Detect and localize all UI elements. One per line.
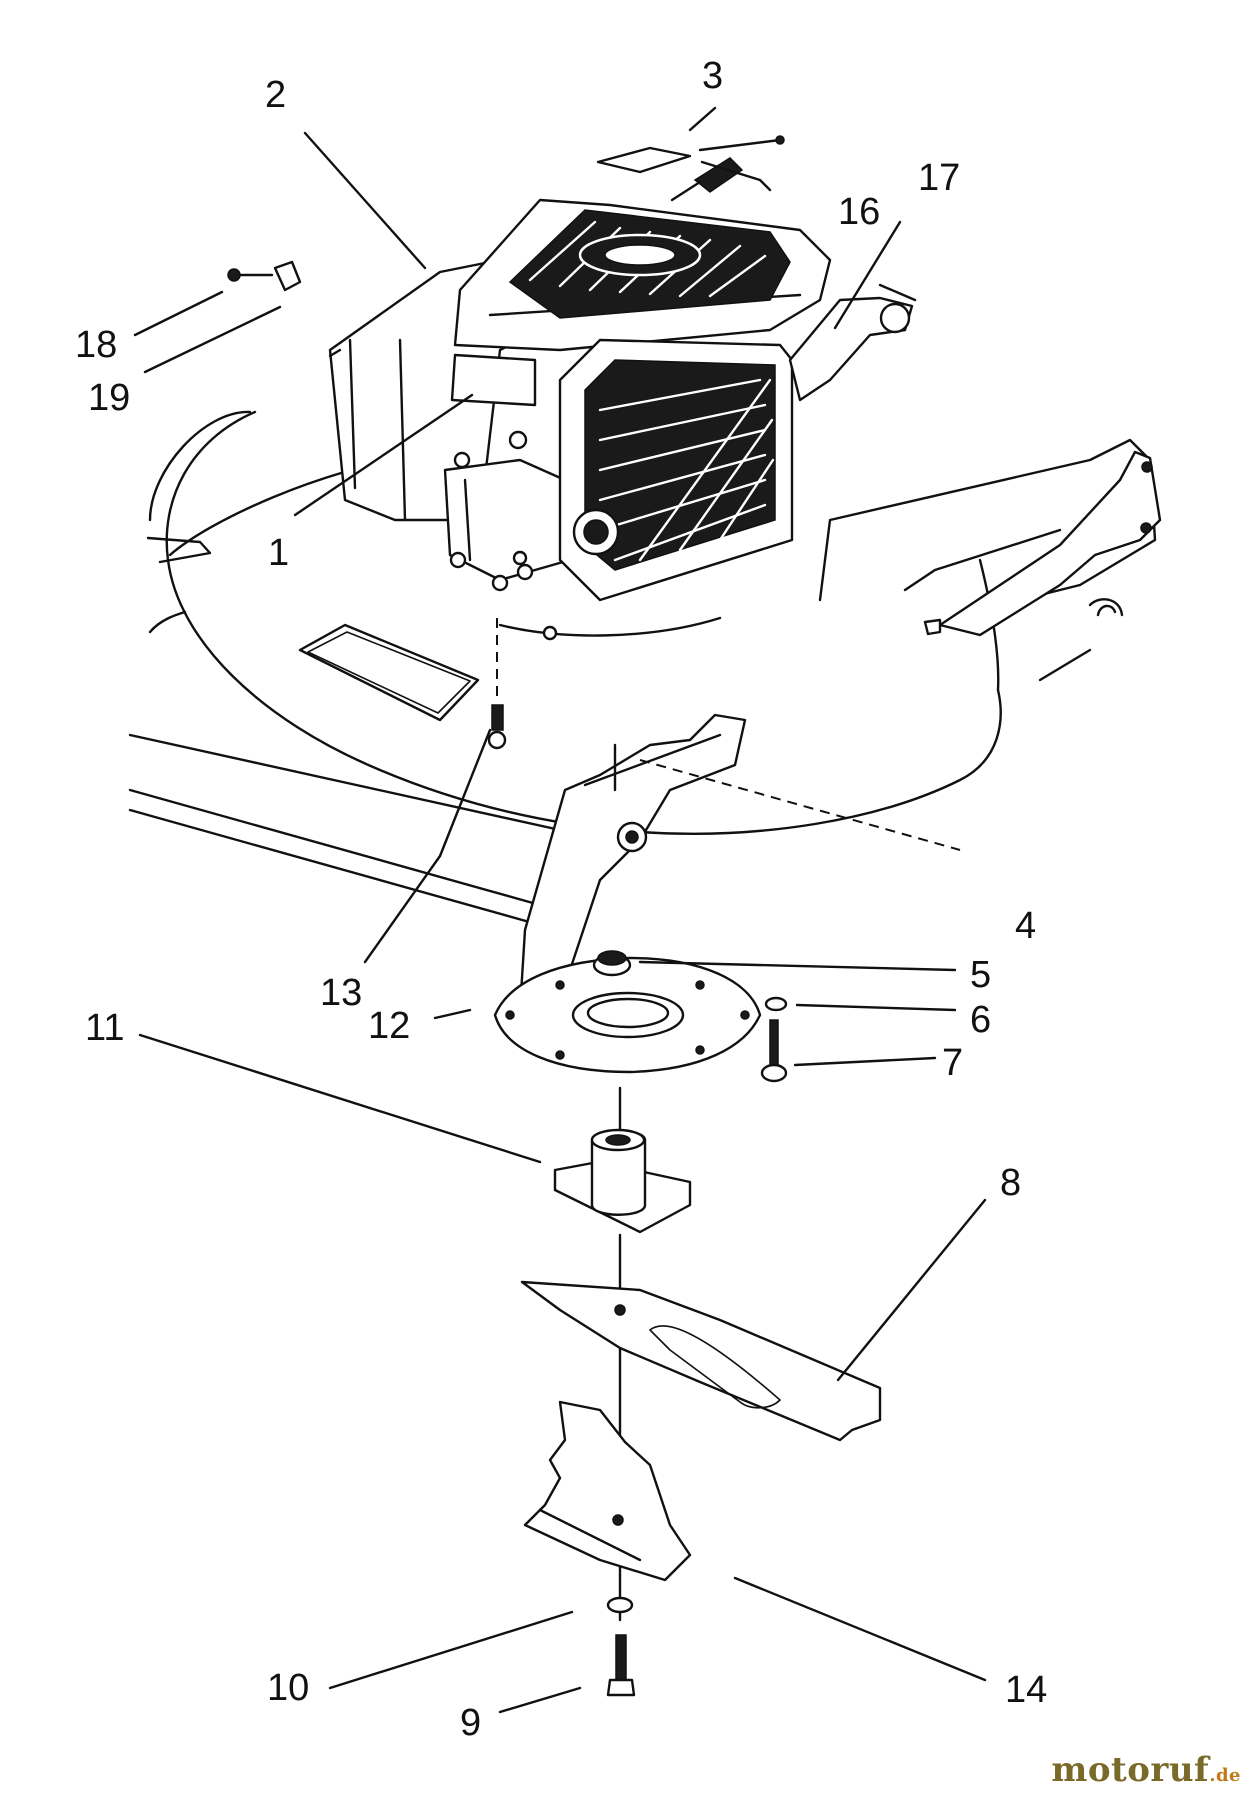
screw-and-nut [227,260,302,292]
callout-16: 16 [838,191,880,233]
callout-4: 4 [1015,905,1036,947]
watermark-tld: .de [1209,1765,1241,1786]
callout-10: 10 [267,1667,309,1709]
blade-washer [606,1596,634,1614]
decal-part [596,146,692,174]
bolt [760,1019,788,1083]
blade-adapter-plate [493,956,762,1074]
callout-1: 1 [268,532,289,574]
deck-screw [487,618,507,750]
engine-top-grille [508,209,791,319]
spark-plug [670,135,785,202]
front-axle-bracket [518,713,961,1012]
callout-5: 5 [970,954,991,996]
watermark-logo: motoruf.de [1051,1750,1241,1790]
callout-14: 14 [1005,1669,1047,1711]
watermark-main: motoruf [1051,1750,1210,1790]
callout-labels: 1 2 3 4 5 6 7 8 9 10 11 12 13 14 16 17 1… [75,55,1047,1744]
mulching-insert [523,1400,692,1582]
engine-assembly [328,198,917,602]
callout-13: 13 [320,972,362,1014]
mower-blade [520,1280,882,1442]
blade-bolt [606,1634,636,1697]
callout-3: 3 [702,55,723,97]
callout-17: 17 [918,157,960,199]
rear-axle-bracket [923,450,1162,637]
mower-deck [128,410,1157,927]
washer [764,996,788,1012]
engine-shroud-grille [584,359,776,571]
callout-8: 8 [1000,1162,1021,1204]
blade-adapter [553,1128,692,1234]
callout-12: 12 [368,1005,410,1047]
leader-lines [133,106,987,1714]
callout-11: 11 [85,1007,124,1049]
bushing [592,950,632,977]
callout-2: 2 [265,74,286,116]
callout-7: 7 [942,1042,963,1084]
callout-19: 19 [88,377,130,419]
callout-18: 18 [75,324,117,366]
callout-9: 9 [460,1702,481,1744]
callout-6: 6 [970,999,991,1041]
